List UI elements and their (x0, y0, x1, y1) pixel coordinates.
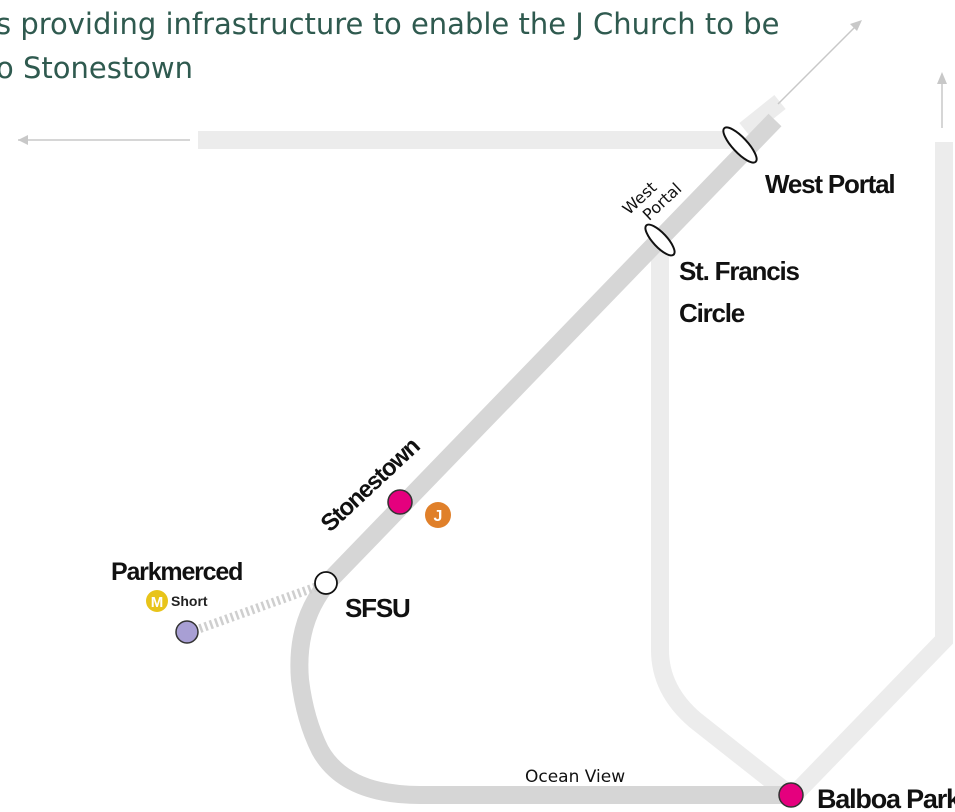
heading-text: s providing infrastructure to enable the… (0, 2, 955, 90)
northeast-arrow-head (850, 20, 862, 31)
parkmerced-label: Parkmerced (111, 558, 242, 586)
st-francis-label-line1: St. Francis (679, 256, 799, 286)
parkmerced-extension (194, 582, 318, 635)
west-portal-tunnel-marker (722, 126, 758, 164)
parkmerced-station-dot (175, 620, 199, 644)
light-tracks (198, 94, 953, 804)
m-line-badge-circle (146, 590, 168, 612)
m-line-short-label: Short (171, 593, 208, 609)
ocean-view-label: Ocean View (525, 767, 625, 787)
upper-right-light-track (739, 94, 786, 138)
heading-line-2: o Stonestown (0, 51, 194, 85)
sfsu-station-dot (314, 571, 338, 595)
balboa-park-station-dot (778, 782, 804, 808)
st-francis-tunnel-marker (644, 223, 676, 257)
main-track (194, 113, 792, 804)
j-line-badge-circle (425, 502, 451, 528)
eastern-light-track (785, 142, 953, 804)
west-portal-label: West Portal (765, 169, 894, 199)
m-line-track (290, 113, 792, 804)
stonestown-label: Stonestown (316, 433, 425, 538)
j-line-badge: J (425, 502, 451, 528)
j-line-badge-letter: J (434, 508, 443, 525)
northeast-arrow-line (777, 23, 859, 105)
stonestown-station-dot (387, 489, 413, 515)
m-line-badge-letter: M (151, 594, 164, 611)
west-arrow-head (18, 135, 28, 145)
north-arrow-head (937, 72, 947, 84)
balboa-park-label: Balboa Park (817, 784, 955, 812)
heading-line-1: s providing infrastructure to enable the… (0, 7, 780, 41)
m-line-badge: M Short (146, 590, 208, 612)
inner-light-track (651, 245, 796, 803)
st-francis-label-line2: Circle (679, 298, 745, 328)
sfsu-label: SFSU (345, 593, 410, 623)
direction-arrows (18, 20, 947, 145)
